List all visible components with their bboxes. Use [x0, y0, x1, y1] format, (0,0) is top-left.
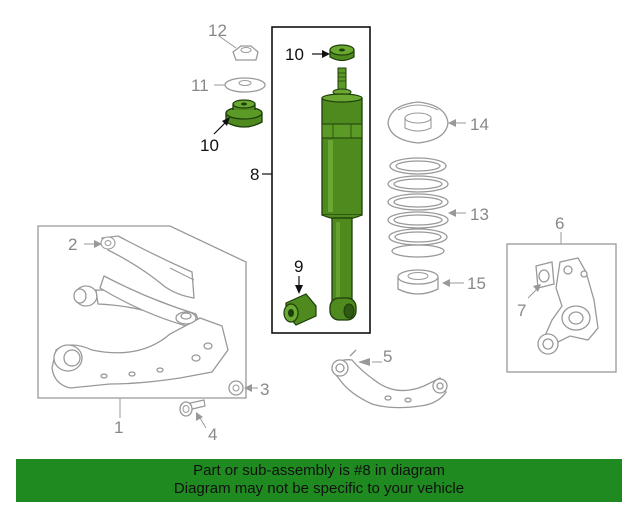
part-2-upper-arm[interactable]	[100, 235, 195, 299]
part-6-knuckle[interactable]	[537, 257, 599, 355]
callout-10-left: 10	[200, 136, 219, 155]
part-9-bushing[interactable]	[283, 293, 317, 326]
callout-6: 6	[555, 214, 564, 233]
part-10-bushing-left[interactable]	[225, 99, 263, 128]
banner-line-1: Part or sub-assembly is #8 in diagram	[193, 462, 445, 479]
part-12-nut[interactable]	[232, 45, 259, 61]
info-banner: Part or sub-assembly is #8 in diagram Di…	[16, 459, 622, 502]
shock-assembly-frame	[271, 26, 371, 334]
callout-13: 13	[470, 205, 489, 224]
part-14-spring-seat[interactable]	[387, 101, 449, 144]
part-15-lower-spring-seat[interactable]	[397, 269, 439, 295]
callout-2: 2	[68, 235, 77, 254]
callout-7: 7	[517, 301, 526, 320]
part-13-coil-spring[interactable]	[387, 157, 449, 258]
part-7-knuckle-bushing[interactable]	[535, 261, 555, 289]
callout-12: 12	[208, 21, 227, 40]
callout-9: 9	[294, 257, 303, 276]
part-4-bolt[interactable]	[179, 399, 206, 417]
callout-4: 4	[208, 425, 217, 444]
callout-8: 8	[250, 165, 259, 184]
part-8-shock-absorber[interactable]	[321, 67, 363, 321]
part-3-nut[interactable]	[228, 380, 244, 396]
callout-15: 15	[467, 274, 486, 293]
callout-11: 11	[191, 76, 209, 95]
part-11-washer[interactable]	[224, 77, 266, 93]
part-5-rear-arm[interactable]	[331, 349, 448, 409]
part-1-lower-control-arm[interactable]	[51, 275, 229, 389]
callout-1: 1	[114, 418, 123, 437]
callout-14: 14	[470, 115, 489, 134]
callout-10-top: 10	[285, 45, 304, 64]
control-arm-panel	[37, 225, 247, 399]
callout-5: 5	[383, 347, 392, 366]
callout-3: 3	[260, 380, 269, 399]
banner-line-2: Diagram may not be specific to your vehi…	[173, 480, 465, 497]
part-10-bushing-top[interactable]	[329, 44, 355, 62]
